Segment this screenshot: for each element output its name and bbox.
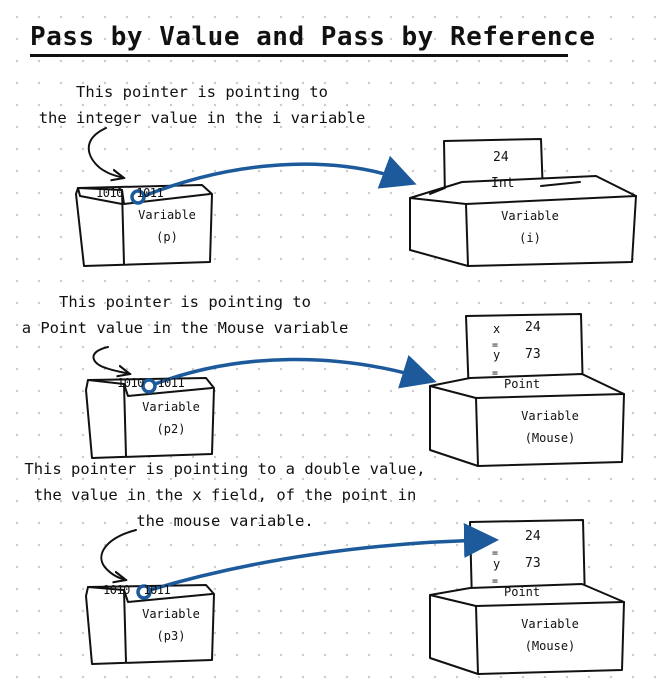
- target-label-mouse-2: Variable (Mouse): [500, 405, 600, 449]
- field-y-value: 73: [525, 347, 541, 362]
- pointer-bits-p3: 1010 1011: [103, 583, 171, 597]
- pointer-bits-p: 1010 1011: [96, 186, 164, 200]
- target-label-mouse-3-text: Variable: [521, 617, 579, 631]
- caption-2: This pointer is pointing to a Point valu…: [10, 289, 360, 341]
- field-y-eq-3: =: [492, 576, 499, 587]
- target-value-i: 24: [493, 150, 509, 165]
- target-type-mouse-3: Point: [504, 585, 541, 599]
- pointer-name-p2: (p2): [156, 422, 186, 436]
- bits-left: 1010: [103, 583, 130, 597]
- target-type-i: Int: [491, 176, 515, 191]
- target-label-i-text: Variable: [501, 209, 559, 223]
- pointer-label-p3-text: Variable: [142, 607, 200, 621]
- pointer-label-p2-text: Variable: [142, 400, 200, 414]
- target-name-mouse-2: (Mouse): [524, 431, 576, 445]
- pointer-box-p: [75, 184, 213, 267]
- target-type-mouse-2: Point: [504, 377, 541, 391]
- field-x-label: x: [493, 322, 501, 336]
- caption-3: This pointer is pointing to a double val…: [10, 456, 440, 534]
- target-name-i: (i): [519, 231, 541, 245]
- pointer-label-p2: Variable (p2): [128, 396, 214, 440]
- field-y-label: y: [493, 348, 501, 362]
- caption-3-pointer-arrow: [100, 529, 137, 580]
- target-name-mouse-3: (Mouse): [524, 639, 576, 653]
- pointer-label-p3: Variable (p3): [128, 603, 214, 647]
- field-y-eq: =: [492, 368, 499, 379]
- pointer-box-p3: [85, 584, 215, 665]
- caption-3-line-1: This pointer is pointing to a double val…: [24, 460, 426, 478]
- target-label-mouse-3: Variable (Mouse): [500, 613, 600, 657]
- target-label-i: Variable (i): [480, 205, 580, 249]
- bits-left: 1010: [96, 186, 123, 200]
- field-y-label-3: y: [493, 557, 501, 571]
- caption-1-line-1: This pointer is pointing to: [76, 83, 328, 101]
- target-box-mouse-3: [429, 583, 625, 675]
- caption-1: This pointer is pointing to the integer …: [22, 79, 382, 131]
- pointer-label-p: Variable (p): [124, 204, 210, 248]
- pointer-name-p3: (p3): [156, 629, 186, 643]
- bits-right: 1011: [136, 186, 164, 200]
- pointer-box-p2: [85, 377, 215, 459]
- field-x-value: 24: [525, 320, 541, 335]
- caption-1-line-2: the integer value in the i variable: [38, 109, 366, 127]
- caption-3-line-2: the value in the x field, of the point i…: [33, 486, 417, 504]
- pointer-origin-p2: [141, 378, 157, 394]
- page-title: Pass by Value and Pass by Reference: [30, 22, 596, 52]
- caption-1-pointer-arrow: [87, 127, 124, 178]
- target-box-mouse-2: [429, 373, 625, 467]
- field-y-value-3: 73: [525, 556, 541, 571]
- field-x-value-3: 24: [525, 529, 541, 544]
- caption-2-line-1: This pointer is pointing to: [59, 293, 311, 311]
- pointer-bits-p2: 1010 1011: [117, 376, 185, 390]
- pointer-origin-p3: [136, 584, 152, 600]
- title-underline: [30, 54, 568, 57]
- target-label-mouse-2-text: Variable: [521, 409, 579, 423]
- bits-right: 1011: [157, 376, 185, 390]
- field-x-eq-3: =: [492, 548, 499, 559]
- reference-arrow-1: [142, 155, 417, 198]
- caption-3-line-3: the mouse variable.: [136, 512, 314, 530]
- bits-left: 1010: [117, 376, 144, 390]
- pointer-name-p: (p): [156, 230, 178, 244]
- target-box-i: [409, 175, 637, 267]
- reference-arrow-2: [153, 354, 437, 389]
- reference-arrow-3: [148, 522, 499, 592]
- field-x-eq: =: [492, 340, 499, 351]
- pointer-label-p-text: Variable: [138, 208, 196, 222]
- bits-right: 1011: [143, 583, 171, 597]
- caption-2-line-2: a Point value in the Mouse variable: [21, 319, 349, 337]
- caption-2-pointer-arrow: [92, 346, 130, 374]
